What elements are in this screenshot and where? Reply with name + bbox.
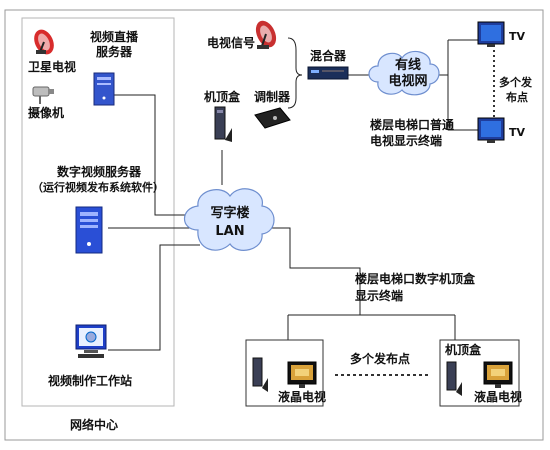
modulator-icon	[254, 107, 291, 129]
multi-points-top-1: 多个发	[499, 76, 532, 89]
tv-label-top: TV	[509, 30, 526, 43]
tv-monitor-icon-top	[477, 21, 505, 47]
multi-points-bottom: 多个发布点	[350, 352, 411, 366]
satellite-tv-label: 卫星电视	[28, 60, 77, 74]
lcd-tv-icon-left	[287, 361, 317, 388]
digital-server-icon	[75, 206, 103, 254]
floor-digital-label-1: 楼层电梯口数字机顶盒	[355, 272, 476, 286]
satellite-dish-icon-top	[255, 20, 277, 49]
set-top-box-icon-left	[252, 357, 268, 392]
tv-label-bottom: TV	[509, 126, 526, 139]
connection-lines	[108, 37, 478, 351]
workstation-label: 视频制作工作站	[48, 374, 133, 388]
mixer-icon	[307, 66, 349, 80]
floor-normal-label-2: 电视显示终端	[370, 134, 443, 148]
cable-network-cloud	[368, 50, 440, 96]
lcd-tv-icon-right	[483, 361, 513, 388]
set-top-box-icon-right	[446, 361, 462, 396]
outer-frame	[4, 9, 544, 441]
digital-server-label-1: 数字视频服务器	[56, 165, 141, 179]
lcd-station-left-box	[245, 339, 324, 407]
lcd-right-label: 液晶电视	[474, 390, 523, 404]
set-top-box-icon	[214, 106, 232, 142]
lcd-left-label: 液晶电视	[278, 390, 327, 404]
floor-digital-label-2: 显示终端	[355, 289, 404, 303]
network-center-title: 网络中心	[70, 418, 119, 432]
camera-icon	[32, 86, 54, 104]
mixer-label: 混合器	[310, 49, 347, 63]
cable-network-label-1: 有线	[394, 58, 421, 73]
office-lan-cloud	[183, 188, 275, 251]
multi-points-top-2: 布点	[506, 91, 528, 104]
workstation-icon	[75, 324, 107, 358]
tv-signal-label: 电视信号	[207, 36, 256, 50]
floor-normal-label-1: 楼层电梯口普通	[370, 118, 455, 132]
office-lan-label-2: LAN	[215, 224, 245, 239]
live-server-label-1: 视频直播	[89, 30, 138, 44]
camera-label: 摄像机	[28, 106, 65, 120]
live-server-icon	[93, 72, 115, 106]
satellite-dish-icon-left	[34, 29, 54, 55]
live-server-label-2: 服务器	[95, 45, 132, 59]
set-top-box-right-label: 机顶盒	[445, 343, 482, 357]
lcd-station-right-box	[439, 339, 520, 407]
digital-server-label-2: （运行视频发布系统软件）	[32, 181, 164, 194]
cable-network-label-2: 电视网	[388, 74, 428, 89]
network-center-box	[21, 17, 175, 407]
modulator-label: 调制器	[254, 90, 291, 104]
office-lan-label-1: 写字楼	[210, 206, 250, 221]
tv-monitor-icon-bottom	[477, 117, 505, 143]
set-top-box-label: 机顶盒	[204, 90, 241, 104]
